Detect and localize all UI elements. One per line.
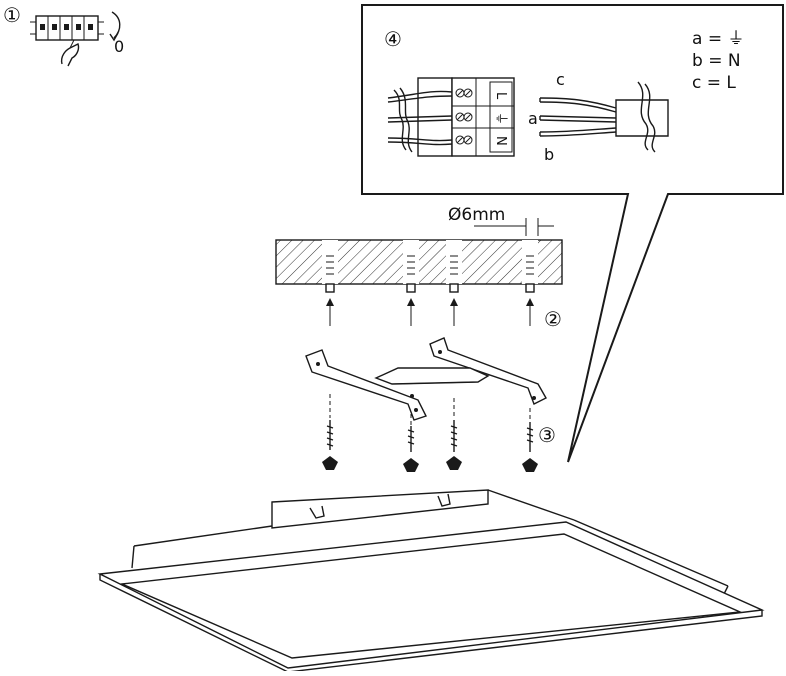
step-2-number: ② (544, 307, 562, 331)
legend-c: c = L (692, 73, 736, 93)
wire-label-a: a (528, 109, 538, 128)
luminaire-wires: c a b (528, 70, 669, 164)
terminal-label-N: N (493, 136, 508, 146)
drill-diameter-label: Ø6mm (448, 205, 505, 225)
legend-b: b = N (692, 51, 741, 71)
terminal-label-L: L (493, 92, 508, 100)
dowel-icon (325, 255, 535, 293)
switch-off-arrow (111, 11, 121, 39)
wiring-legend: a = ⏚ b = N c = L (692, 29, 744, 93)
mounting-bracket (305, 337, 547, 421)
circuit-breaker-icon (30, 15, 104, 41)
diameter-dimension (474, 218, 554, 236)
screw-guide-lines (329, 394, 531, 426)
step-1-off-value: 0 (114, 37, 124, 56)
screw-icon (322, 420, 538, 472)
step-1-number: ① (3, 3, 21, 27)
step-2-ceiling: Ø6mm ② (275, 205, 563, 331)
terminal-block: L ⏚ N (417, 77, 515, 157)
wire-label-c: c (556, 70, 565, 89)
supply-wires (387, 87, 453, 153)
step-3-screws: ③ (322, 394, 556, 472)
step-4-number: ④ (384, 27, 402, 51)
wiring-callout: ④ a = ⏚ b = N c = L L ⏚ N (361, 4, 784, 463)
step-1-breaker: ① 0 (3, 3, 124, 67)
led-panel (97, 489, 765, 673)
step-3-number: ③ (538, 423, 556, 447)
terminal-label-earth: ⏚ (493, 112, 508, 125)
wire-label-b: b (544, 145, 554, 164)
hand-icon (60, 39, 80, 67)
insert-arrows (326, 298, 534, 326)
legend-a: a = ⏚ (692, 29, 744, 49)
